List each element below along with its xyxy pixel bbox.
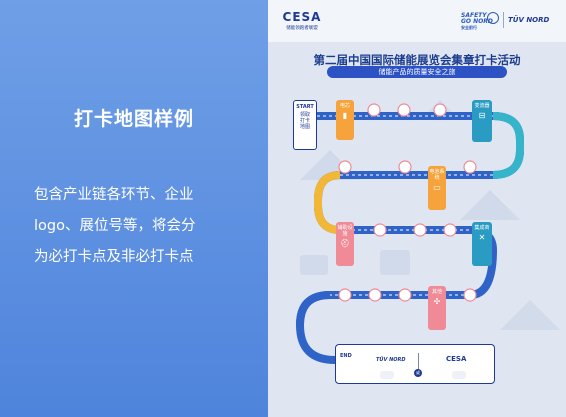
battery-cell-icon: ▮ bbox=[342, 111, 348, 120]
checkin-node-other: 其他 ✣ bbox=[428, 286, 446, 330]
cesa-logo: CESA bbox=[446, 355, 467, 363]
description-line: 为必打卡点及非必打卡点 bbox=[34, 249, 194, 265]
checkin-node-integrator: 集成商 ✕ bbox=[472, 222, 492, 266]
divider bbox=[503, 12, 504, 28]
battery-system-icon: ▭ bbox=[433, 183, 441, 192]
end-point: END TÜV NORD 或 CESA bbox=[335, 344, 495, 384]
checkin-node-converter: 变流器 ⊟ bbox=[472, 100, 492, 142]
poster-subtitle: 储能产品的质量安全之旅 bbox=[327, 66, 507, 78]
converter-icon: ⊟ bbox=[478, 111, 486, 120]
stamp-slot bbox=[380, 371, 394, 379]
checkin-node-cell: 电芯 ▮ bbox=[336, 100, 354, 140]
divider bbox=[418, 353, 419, 375]
or-badge: 或 bbox=[414, 369, 422, 377]
checkin-node-auxiliary: 辅助设施 ⛑ bbox=[336, 222, 354, 266]
panel-heading: 打卡地图样例 bbox=[73, 108, 194, 130]
panel-description: 包含产业链各环节、企业 logo、展位号等，将会分 为必打卡点及非必打卡点 bbox=[34, 180, 244, 273]
safety-go-nord-logo: SAFETY GO NORD 安全前行 bbox=[461, 12, 493, 31]
route-segment-blue bbox=[296, 291, 331, 326]
cesa-logo: CESA 储能领跑者联盟 bbox=[282, 10, 322, 31]
ring-icon bbox=[487, 12, 499, 24]
description-line: logo、展位号等，将会分 bbox=[34, 218, 196, 234]
description-line: 包含产业链各环节、企业 bbox=[34, 187, 194, 203]
hydrant-icon: ⛑ bbox=[339, 239, 351, 248]
route-segment-yellow bbox=[314, 171, 341, 234]
checkin-node-battery-system: 电池系统 ▭ bbox=[428, 166, 446, 210]
route-segment-cyan bbox=[492, 112, 524, 179]
poster-header: CESA 储能领跑者联盟 SAFETY GO NORD 安全前行 TÜV NOR… bbox=[268, 0, 566, 42]
checkin-points bbox=[338, 103, 477, 302]
start-point: START 领取 打卡 地图 bbox=[293, 100, 317, 150]
tools-icon: ✕ bbox=[478, 233, 486, 242]
wind-icon: ✣ bbox=[433, 297, 441, 306]
poster-title: 第二届中国国际储能展览会集章打卡活动 bbox=[313, 53, 521, 67]
background-scenery bbox=[300, 100, 560, 330]
stamp-slot bbox=[452, 371, 466, 379]
left-panel: 打卡地图样例 包含产业链各环节、企业 logo、展位号等，将会分 为必打卡点及非… bbox=[0, 0, 268, 417]
tuv-nord-logo: TÜV NORD bbox=[376, 357, 406, 363]
tuv-nord-logo: TÜV NORD bbox=[508, 16, 550, 24]
